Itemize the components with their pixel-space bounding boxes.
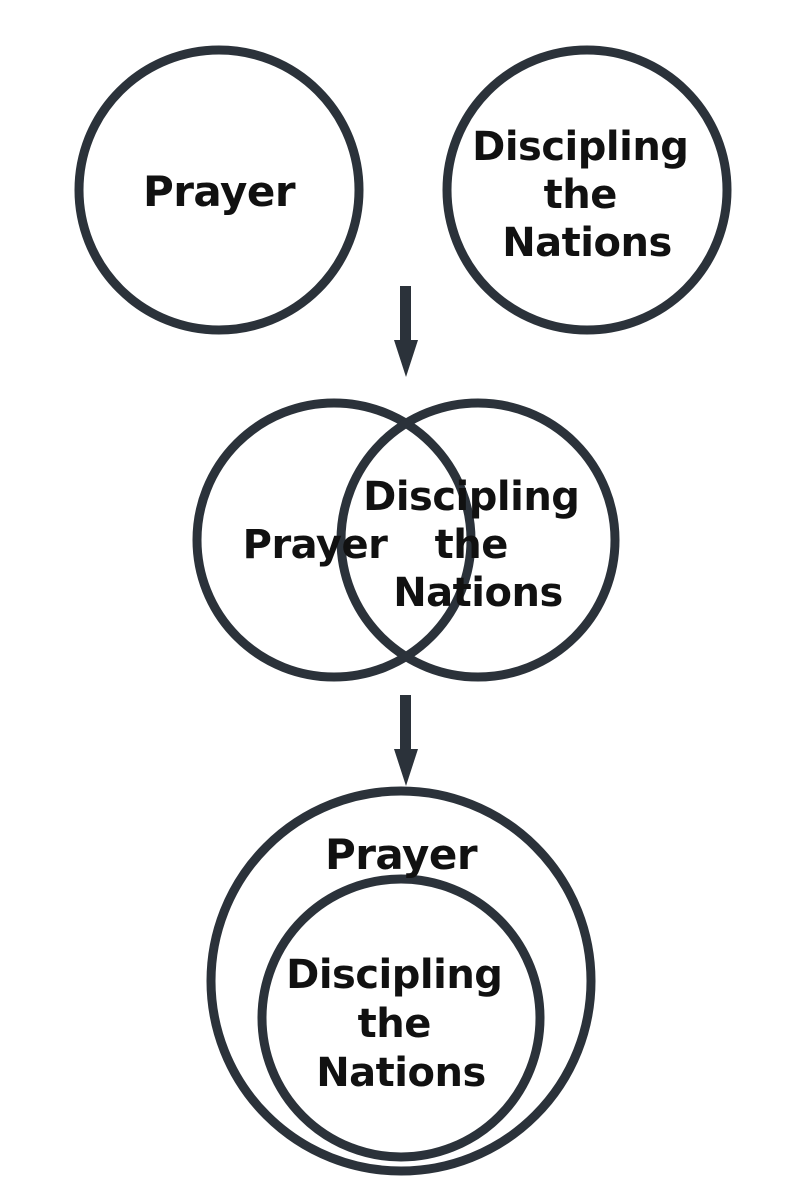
stage1-discipling-circle bbox=[442, 45, 732, 335]
stage3-discipling-circle bbox=[257, 874, 545, 1162]
stage3-discipling-line-2: the bbox=[358, 1001, 431, 1047]
stage3-prayer-circle bbox=[206, 786, 596, 1176]
stage2-discipling-label: Discipling the Nations bbox=[363, 474, 593, 616]
stage1-prayer-circle bbox=[74, 45, 364, 335]
stage2-discipling-line-3: Nations bbox=[393, 570, 563, 616]
stage3-discipling-label: Discipling the Nations bbox=[286, 952, 516, 1096]
down-arrow-1 bbox=[394, 286, 418, 377]
stage1-discipling-label: Discipling the Nations bbox=[472, 124, 702, 266]
stage2-discipling-line-1: Discipling bbox=[363, 474, 579, 520]
stage1-discipling-line-1: Discipling bbox=[472, 124, 688, 170]
stage-2-overlapping: Prayer Discipling the Nations bbox=[192, 398, 620, 682]
stage-3-nested: Prayer Discipling the Nations bbox=[206, 786, 596, 1176]
stage3-discipling-line-1: Discipling bbox=[286, 952, 502, 998]
stage1-prayer-label: Prayer bbox=[143, 167, 296, 216]
stage2-discipling-line-2: the bbox=[435, 522, 508, 568]
stage3-discipling-line-3: Nations bbox=[316, 1050, 486, 1096]
stage2-discipling-circle bbox=[336, 398, 620, 682]
stage-1-separate: Prayer Discipling the Nations bbox=[74, 45, 732, 335]
stage3-prayer-label: Prayer bbox=[325, 830, 478, 879]
stage1-discipling-line-2: the bbox=[544, 172, 617, 218]
stage2-prayer-circle bbox=[192, 398, 476, 682]
down-arrow-2 bbox=[394, 695, 418, 786]
stage2-prayer-label: Prayer bbox=[243, 522, 389, 568]
stage1-discipling-line-3: Nations bbox=[502, 220, 672, 266]
